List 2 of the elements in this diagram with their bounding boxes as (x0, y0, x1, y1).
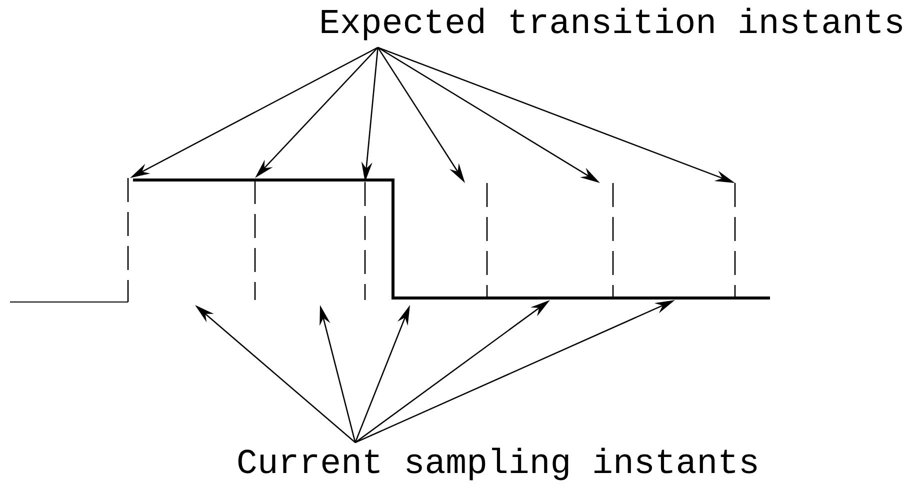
caption-text: Expected transition instants (322, 8, 902, 40)
caption-text: Current sampling instants (238, 448, 757, 480)
